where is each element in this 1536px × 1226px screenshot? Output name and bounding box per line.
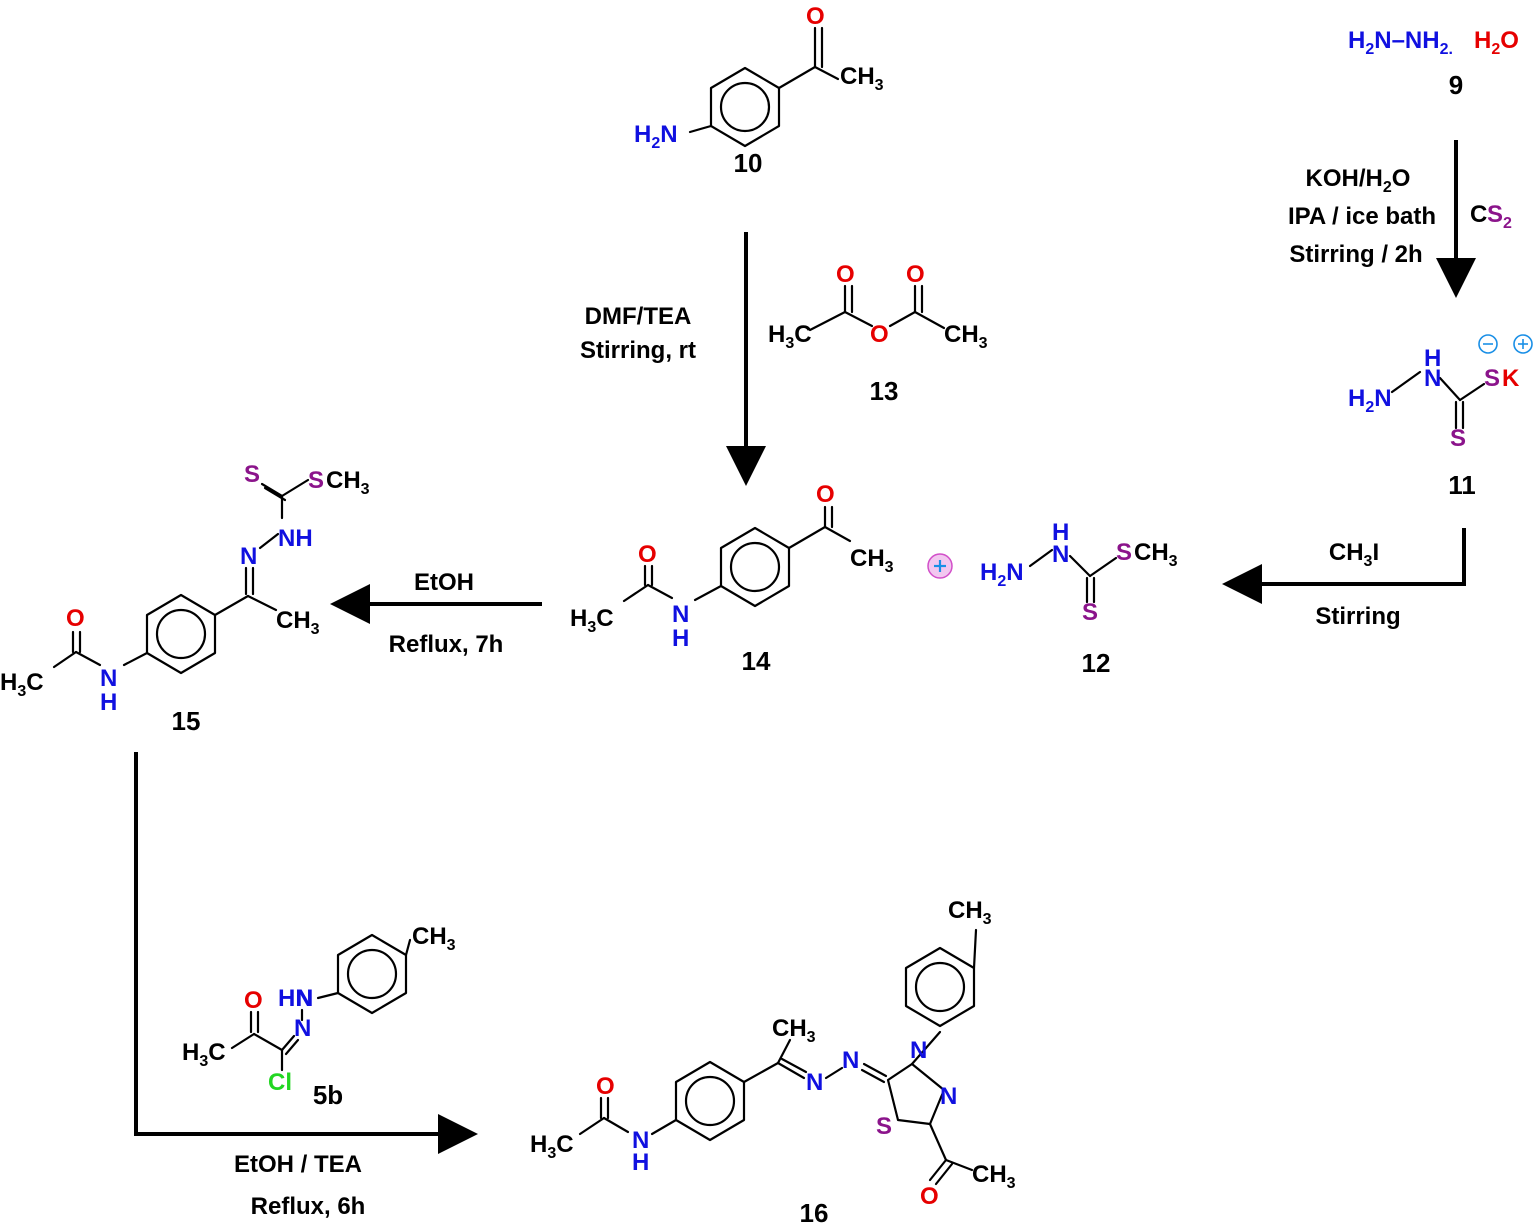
svg-text:CH3: CH3 <box>412 923 456 954</box>
svg-text:Reflux, 6h: Reflux, 6h <box>251 1193 366 1220</box>
svg-text:H: H <box>1052 519 1069 546</box>
arrow-11-to-12 <box>1222 528 1466 604</box>
svg-text:N: N <box>632 1127 649 1154</box>
conditions-14-to-15: EtOH Reflux, 7h <box>389 569 504 658</box>
plus-icon <box>927 553 953 579</box>
svg-text:N: N <box>100 665 117 692</box>
svg-text:Stirring / 2h: Stirring / 2h <box>1289 241 1422 268</box>
compound-13-label: 13 <box>870 376 899 406</box>
svg-text:H3C: H3C <box>570 605 614 636</box>
svg-text:S: S <box>244 461 260 488</box>
svg-text:H2N–NH2.: H2N–NH2. <box>1348 27 1453 58</box>
svg-text:N: N <box>842 1047 859 1074</box>
compound-5b-label: 5b <box>313 1080 343 1110</box>
svg-text:IPA / ice bath: IPA / ice bath <box>1288 203 1436 230</box>
compound-10: O CH3 H2N 10 <box>634 3 884 178</box>
svg-text:H: H <box>100 689 117 716</box>
conditions-10-to-14: DMF/TEA Stirring, rt <box>580 303 696 364</box>
svg-text:N: N <box>910 1037 927 1064</box>
svg-text:EtOH / TEA: EtOH / TEA <box>234 1151 362 1178</box>
svg-text:S: S <box>1116 539 1132 566</box>
svg-text:O: O <box>816 481 835 508</box>
svg-text:S: S <box>1450 425 1466 452</box>
svg-text:O: O <box>870 321 889 348</box>
svg-text:O: O <box>906 261 925 288</box>
svg-text:EtOH: EtOH <box>414 569 474 596</box>
svg-text:S: S <box>1484 365 1500 392</box>
compound-13: O O O H3C CH3 13 <box>768 261 988 406</box>
compound-9-label: 9 <box>1449 70 1463 100</box>
svg-text:N: N <box>240 543 257 570</box>
arrow-15-to-16 <box>134 752 478 1154</box>
svg-text:CH3: CH3 <box>276 607 320 638</box>
svg-text:CH3: CH3 <box>1134 539 1178 570</box>
compound-15: S S CH3 NH N CH3 O N H H3C 15 <box>0 461 370 736</box>
svg-text:HN: HN <box>278 985 313 1012</box>
svg-text:Cl: Cl <box>268 1069 292 1096</box>
svg-text:H: H <box>1424 345 1441 372</box>
compound-12-label: 12 <box>1082 648 1111 678</box>
svg-text:S2: S2 <box>1487 201 1512 232</box>
svg-text:H3C: H3C <box>0 669 44 700</box>
compound-15-label: 15 <box>172 706 201 736</box>
svg-text:S: S <box>1082 599 1098 626</box>
compound-11: H N H2N S K S 11 <box>1348 334 1533 500</box>
svg-text:S: S <box>308 467 324 494</box>
svg-text:N: N <box>296 985 313 1012</box>
svg-text:Stirring: Stirring <box>1315 603 1400 630</box>
svg-text:H2N: H2N <box>634 121 678 152</box>
svg-text:O: O <box>596 1073 615 1100</box>
svg-text:C: C <box>1470 201 1487 228</box>
svg-text:CH3: CH3 <box>972 1161 1016 1192</box>
conditions-11-to-12: CH3I Stirring <box>1315 539 1400 630</box>
svg-text:CH3: CH3 <box>326 467 370 498</box>
svg-text:O: O <box>66 605 85 632</box>
svg-text:N: N <box>940 1083 957 1110</box>
svg-text:H3C: H3C <box>768 321 812 352</box>
svg-text:CH3I: CH3I <box>1329 539 1379 570</box>
conditions-15-to-16: EtOH / TEA Reflux, 6h <box>234 1151 365 1220</box>
svg-text:H2N: H2N <box>1348 385 1392 416</box>
svg-text:CH3: CH3 <box>948 897 992 928</box>
compound-16: CH3 CH3 N N N N S O CH3 O N H H3C 16 <box>530 897 1016 1226</box>
compound-9: H2N–NH2. H2O 9 <box>1348 27 1519 100</box>
svg-text:CH3: CH3 <box>944 321 988 352</box>
compound-11-label: 11 <box>1448 470 1476 500</box>
svg-text:CH3: CH3 <box>772 1015 816 1046</box>
svg-text:O: O <box>836 261 855 288</box>
compound-5b: CH3 HN N N O H3C Cl 5b <box>182 923 456 1110</box>
svg-text:N: N <box>294 1015 311 1042</box>
compound-14-label: 14 <box>742 646 771 676</box>
svg-text:O: O <box>244 987 263 1014</box>
svg-text:CH3: CH3 <box>840 63 884 94</box>
svg-text:H2O: H2O <box>1474 27 1519 58</box>
compound-10-label: 10 <box>734 148 763 178</box>
svg-text:H2N: H2N <box>980 559 1024 590</box>
svg-text:N: N <box>806 1069 823 1096</box>
svg-text:NH: NH <box>278 525 313 552</box>
compound-16-label: 16 <box>800 1198 829 1226</box>
svg-text:K: K <box>1502 365 1520 392</box>
svg-text:O: O <box>638 541 657 568</box>
svg-text:Stirring, rt: Stirring, rt <box>580 337 696 364</box>
svg-text:KOH/H2O: KOH/H2O <box>1306 165 1411 196</box>
svg-text:H: H <box>632 1149 649 1176</box>
svg-text:O: O <box>806 3 825 30</box>
svg-text:DMF/TEA: DMF/TEA <box>585 303 692 330</box>
svg-text:Reflux, 7h: Reflux, 7h <box>389 631 504 658</box>
svg-text:H: H <box>672 625 689 652</box>
svg-text:H3C: H3C <box>182 1039 226 1070</box>
svg-text:H3C: H3C <box>530 1131 574 1162</box>
conditions-9-to-11: KOH/H2O IPA / ice bath Stirring / 2h C S… <box>1288 165 1512 268</box>
compound-14: O CH3 O N H H3C 14 <box>570 481 894 676</box>
svg-text:CH3: CH3 <box>850 545 894 576</box>
compound-12: H N H2N S CH3 S 12 <box>980 519 1178 678</box>
svg-text:O: O <box>920 1183 939 1210</box>
svg-text:N: N <box>1424 365 1441 392</box>
svg-text:S: S <box>876 1113 892 1140</box>
svg-text:N: N <box>672 601 689 628</box>
svg-text:N: N <box>1052 541 1069 568</box>
